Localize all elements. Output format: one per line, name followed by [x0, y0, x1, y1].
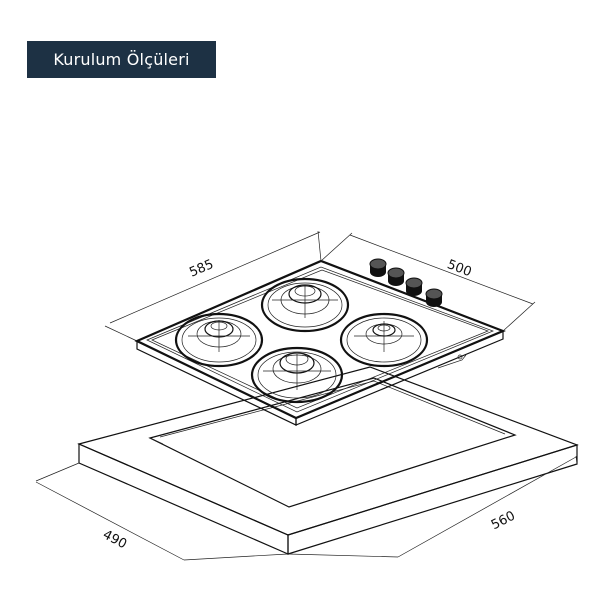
dimension-cutout-width	[287, 455, 578, 558]
title-badge: Kurulum Ölçüleri	[27, 41, 216, 78]
burner-back-right	[339, 312, 429, 368]
hob	[134, 259, 506, 426]
burner-front-left	[174, 312, 264, 368]
knob-1-icon	[369, 258, 387, 277]
burner-back-left	[260, 277, 350, 333]
dimension-hob-width	[104, 230, 322, 342]
knob-3-icon	[405, 277, 423, 296]
label-560: 560	[489, 509, 518, 534]
burner-front-right	[250, 346, 344, 404]
dimension-hob-depth	[320, 232, 536, 332]
label-500: 500	[445, 257, 474, 280]
control-knobs	[369, 258, 443, 307]
knob-4-icon	[425, 288, 443, 307]
label-490: 490	[100, 527, 129, 552]
dimension-cutout-depth	[35, 462, 289, 561]
label-585: 585	[187, 257, 216, 281]
page-title: Kurulum Ölçüleri	[53, 50, 190, 69]
knob-2-icon	[387, 267, 405, 286]
